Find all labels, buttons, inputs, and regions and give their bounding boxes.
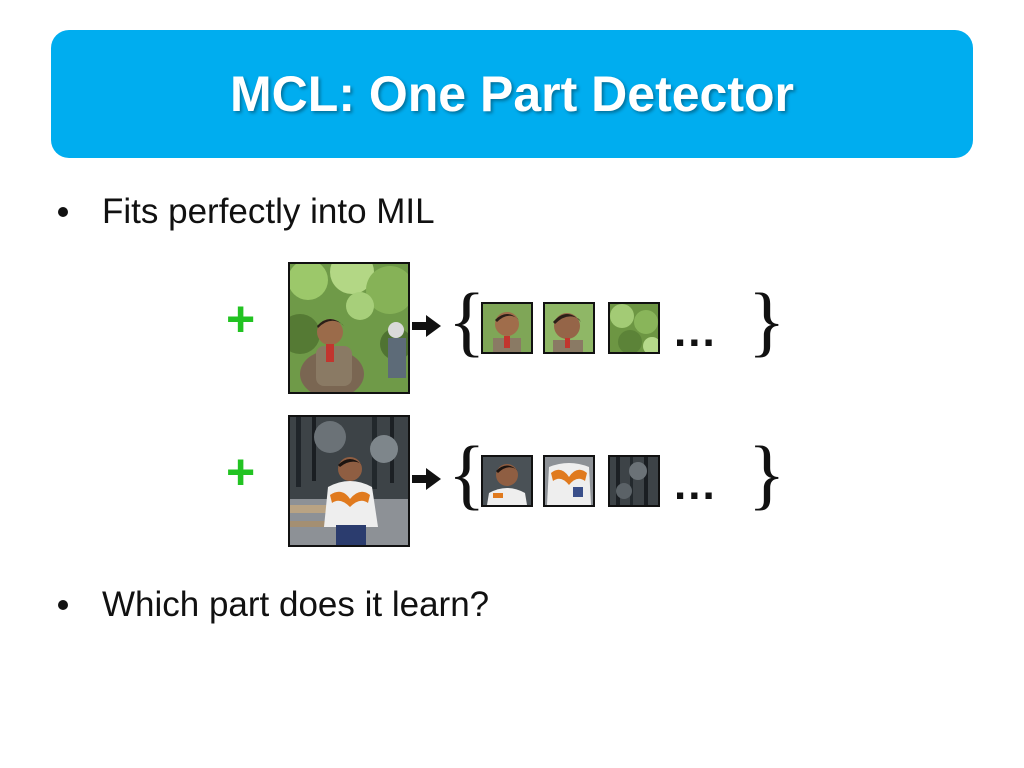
- bullet-item: Fits perfectly into MIL: [58, 192, 435, 232]
- forest-person-photo: [288, 262, 410, 394]
- positive-label: +: [226, 444, 256, 500]
- winter-person-photo: [288, 415, 410, 547]
- bullet-dot-icon: [58, 600, 68, 610]
- close-brace: }: [748, 277, 786, 364]
- ellipsis: ...: [674, 307, 717, 356]
- jacket-patch: [543, 455, 595, 507]
- trees-patch: [608, 455, 660, 507]
- bullet-dot-icon: [58, 207, 68, 217]
- title-banner: MCL: One Part Detector: [51, 30, 973, 158]
- bag-row-2: + {: [226, 415, 786, 547]
- open-brace: {: [448, 277, 486, 364]
- arrow-right-icon: [412, 314, 442, 338]
- arrow-right-icon: [412, 467, 442, 491]
- slide-title: MCL: One Part Detector: [230, 66, 794, 122]
- bullet-text: Fits perfectly into MIL: [102, 192, 435, 231]
- positive-label: +: [226, 291, 256, 347]
- face-patch: [481, 455, 533, 507]
- ellipsis: ...: [674, 460, 717, 509]
- foliage-patch: [608, 302, 660, 354]
- bullet-item: Which part does it learn?: [58, 585, 489, 625]
- face-patch: [481, 302, 533, 354]
- open-brace: {: [448, 430, 486, 517]
- close-brace: }: [748, 430, 786, 517]
- bullet-text: Which part does it learn?: [102, 585, 490, 624]
- bag-row-1: + {: [226, 262, 786, 394]
- head-patch: [543, 302, 595, 354]
